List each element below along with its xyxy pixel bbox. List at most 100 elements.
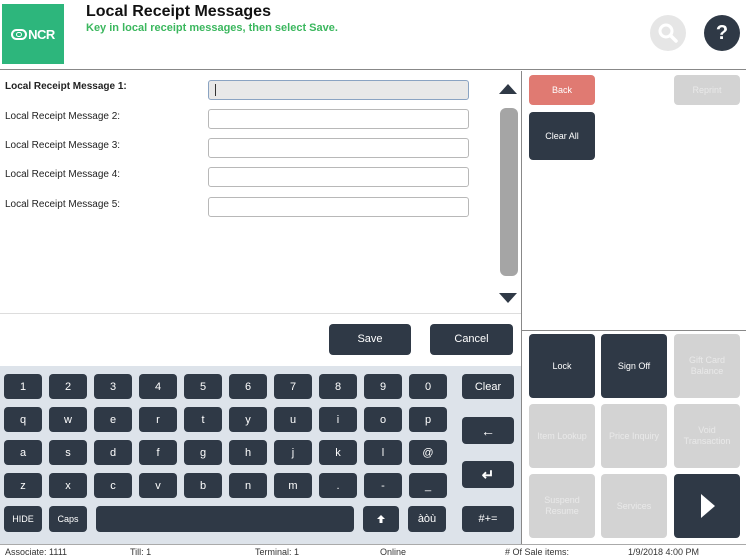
key-4[interactable]: 4 (139, 374, 177, 399)
scroll-up-arrow-icon[interactable] (499, 84, 517, 94)
key-0[interactable]: 0 (409, 374, 447, 399)
ncr-logo-icon (11, 28, 28, 40)
logo-text: NCR (28, 26, 55, 42)
key-2[interactable]: 2 (49, 374, 87, 399)
scroll-down-arrow-icon[interactable] (499, 293, 517, 303)
search-button[interactable] (650, 15, 686, 51)
terminal-status: Terminal: 1 (255, 547, 300, 557)
key-8[interactable]: 8 (319, 374, 357, 399)
key-3[interactable]: 3 (94, 374, 132, 399)
key-t[interactable]: t (184, 407, 222, 432)
void-transaction-button: Void Transaction (674, 404, 740, 468)
message-4-input[interactable] (208, 167, 469, 187)
question-icon: ? (715, 21, 729, 44)
text-caret (215, 84, 216, 96)
key-d[interactable]: d (94, 440, 132, 465)
key-period[interactable]: . (319, 473, 357, 498)
chevron-right-icon (701, 494, 715, 518)
message-2-label: Local Receipt Message 2: (5, 111, 121, 122)
key-g[interactable]: g (184, 440, 222, 465)
key-caps[interactable]: Caps (49, 506, 87, 532)
key-6[interactable]: 6 (229, 374, 267, 399)
function-divider (522, 330, 746, 331)
key-y[interactable]: y (229, 407, 267, 432)
reprint-button: Reprint (674, 75, 740, 105)
key-1[interactable]: 1 (4, 374, 42, 399)
clear-all-button[interactable]: Clear All (529, 112, 595, 160)
key-space[interactable] (96, 506, 354, 532)
next-page-button[interactable] (674, 474, 740, 538)
price-inquiry-button: Price Inquiry (601, 404, 667, 468)
key-x[interactable]: x (49, 473, 87, 498)
key-j[interactable]: j (274, 440, 312, 465)
key-symbols[interactable]: #+= (462, 506, 514, 532)
help-button[interactable]: ? (704, 15, 740, 51)
services-button: Services (601, 474, 667, 538)
key-n[interactable]: n (229, 473, 267, 498)
key-k[interactable]: k (319, 440, 357, 465)
status-bar: Associate: 1111 Till: 1 Terminal: 1 Onli… (0, 544, 746, 559)
ncr-logo: NCR (2, 4, 64, 64)
till-status: Till: 1 (130, 547, 152, 557)
key-e[interactable]: e (94, 407, 132, 432)
key-accents[interactable]: àòù (408, 506, 446, 532)
key-h[interactable]: h (229, 440, 267, 465)
scrollbar-thumb[interactable] (500, 108, 518, 276)
page-title: Local Receipt Messages (86, 3, 271, 20)
key-c[interactable]: c (94, 473, 132, 498)
key-s[interactable]: s (49, 440, 87, 465)
key-at[interactable]: @ (409, 440, 447, 465)
message-5-label: Local Receipt Message 5: (5, 199, 121, 210)
item-lookup-button: Item Lookup (529, 404, 595, 468)
message-3-input[interactable] (208, 138, 469, 158)
key-r[interactable]: r (139, 407, 177, 432)
back-button[interactable]: Back (529, 75, 595, 105)
key-u[interactable]: u (274, 407, 312, 432)
sign-off-button[interactable]: Sign Off (601, 334, 667, 398)
suspend-resume-button: Suspend Resume (529, 474, 595, 538)
associate-status: Associate: 1111 (5, 547, 68, 557)
key-b[interactable]: b (184, 473, 222, 498)
key-shift[interactable] (363, 506, 399, 532)
form-divider (0, 313, 521, 314)
key-5[interactable]: 5 (184, 374, 222, 399)
key-hide[interactable]: HIDE (4, 506, 42, 532)
key-clear[interactable]: Clear (462, 374, 514, 399)
key-f[interactable]: f (139, 440, 177, 465)
onscreen-keyboard: 1 2 3 4 5 6 7 8 9 0 Clear q w e r t y u … (0, 366, 521, 544)
cancel-button[interactable]: Cancel (430, 324, 513, 355)
key-v[interactable]: v (139, 473, 177, 498)
key-p[interactable]: p (409, 407, 447, 432)
key-w[interactable]: w (49, 407, 87, 432)
lock-button[interactable]: Lock (529, 334, 595, 398)
page-subtitle: Key in local receipt messages, then sele… (86, 22, 338, 34)
key-enter[interactable]: ↵ (462, 461, 514, 488)
key-backspace[interactable]: ← (462, 417, 514, 444)
search-icon (658, 23, 678, 43)
key-q[interactable]: q (4, 407, 42, 432)
key-z[interactable]: z (4, 473, 42, 498)
enter-icon: ↵ (481, 466, 495, 484)
message-3-label: Local Receipt Message 3: (5, 140, 121, 151)
header: NCR Local Receipt Messages Key in local … (0, 0, 746, 70)
key-underscore[interactable]: _ (409, 473, 447, 498)
datetime: 1/9/2018 4:00 PM (628, 547, 700, 557)
key-7[interactable]: 7 (274, 374, 312, 399)
panel-divider (521, 71, 522, 544)
key-l[interactable]: l (364, 440, 402, 465)
online-status: Online (380, 547, 407, 557)
key-a[interactable]: a (4, 440, 42, 465)
save-button[interactable]: Save (329, 324, 411, 355)
key-9[interactable]: 9 (364, 374, 402, 399)
backspace-arrow-icon: ← (481, 422, 495, 439)
key-m[interactable]: m (274, 473, 312, 498)
message-2-input[interactable] (208, 109, 469, 129)
key-i[interactable]: i (319, 407, 357, 432)
key-dash[interactable]: - (364, 473, 402, 498)
message-1-input[interactable] (208, 80, 469, 100)
message-1-label: Local Receipt Message 1: (5, 81, 127, 92)
key-o[interactable]: o (364, 407, 402, 432)
shift-arrow-icon (377, 515, 385, 523)
sale-items-count: # Of Sale items: (505, 547, 570, 557)
message-5-input[interactable] (208, 197, 469, 217)
